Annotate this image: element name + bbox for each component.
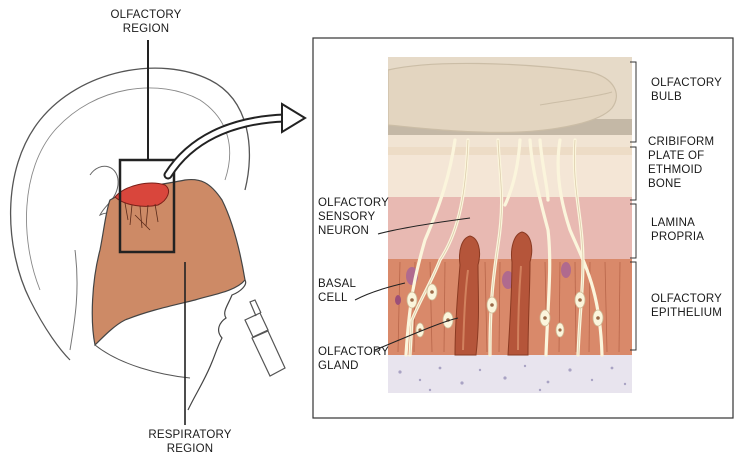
olfactory-bulb-shape [388, 62, 617, 133]
mucus-layer [388, 355, 632, 393]
lamina-propria-layer [388, 197, 632, 259]
label-olfactory-bulb: OLFACTORY BULB [651, 77, 723, 103]
label-olfactory-epithelium: OLFACTORY EPITHELIUM [651, 293, 723, 319]
label-cribriform-plate: CRIBIFORM PLATE OF ETHMOID BONE [648, 136, 715, 190]
spine-line [69, 249, 78, 351]
label-lamina-propria: LAMINA PROPRIA [651, 217, 705, 243]
olfactory-region-patch [114, 182, 169, 207]
detail-panel-frame [312, 37, 734, 419]
face-profile [187, 279, 247, 411]
label-pointers [354, 217, 471, 351]
label-olfactory-region: OLFACTORY REGION [110, 9, 182, 35]
respiratory-region-shape [91, 178, 246, 347]
label-basal-cell: BASAL CELL [318, 278, 357, 304]
label-respiratory-region: RESPIRATORY REGION [148, 429, 232, 455]
head-illustration [9, 40, 286, 425]
tissue-section [388, 57, 632, 393]
mucus-dots [398, 364, 627, 392]
region-brackets [630, 61, 637, 351]
olfactory-glands [454, 231, 533, 356]
neck-back [29, 299, 71, 361]
patch-fibers [124, 202, 159, 231]
neuron-nuclei [410, 290, 600, 332]
label-olfactory-gland: OLFACTORY GLAND [318, 346, 390, 372]
jaw-line [94, 344, 191, 379]
label-olfactory-sensory-neuron: OLFACTORY SENSORY NEURON [318, 197, 390, 237]
neuron-outline [409, 139, 584, 356]
nasal-spray-bottle [244, 299, 286, 377]
head-outline [9, 67, 251, 301]
zoom-arrow [163, 102, 307, 180]
